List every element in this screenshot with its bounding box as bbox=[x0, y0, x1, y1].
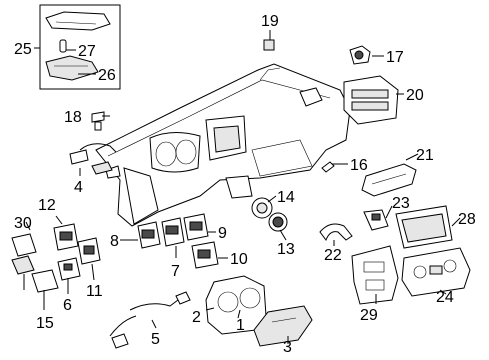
callout-26: 26 bbox=[98, 67, 116, 84]
part-7 bbox=[161, 217, 185, 247]
part-19 bbox=[263, 39, 275, 51]
callout-10: 10 bbox=[230, 251, 248, 268]
callout-7: 7 bbox=[171, 263, 180, 280]
part-18 bbox=[91, 111, 105, 131]
callout-4: 4 bbox=[74, 179, 83, 196]
callout-19: 19 bbox=[261, 13, 279, 30]
callout-2: 2 bbox=[192, 309, 201, 326]
callout-21: 21 bbox=[416, 147, 434, 164]
part-24 bbox=[401, 247, 471, 297]
callout-12: 12 bbox=[38, 197, 56, 214]
callout-3: 3 bbox=[283, 339, 292, 356]
callout-labels: 1 2 3 4 5 6 7 8 9 10 11 12 13 14 15 16 1… bbox=[14, 13, 476, 356]
callout-22: 22 bbox=[324, 247, 342, 264]
part-3-lens bbox=[253, 305, 313, 347]
callout-23: 23 bbox=[392, 195, 410, 212]
part-15 bbox=[31, 269, 59, 293]
part-4 bbox=[69, 143, 117, 175]
callout-8: 8 bbox=[110, 233, 119, 250]
callout-17: 17 bbox=[386, 49, 404, 66]
part-20 bbox=[343, 75, 399, 125]
part-21 bbox=[361, 163, 417, 197]
part-14 bbox=[251, 197, 273, 219]
callout-28: 28 bbox=[458, 211, 476, 228]
callout-18: 18 bbox=[64, 109, 82, 126]
callout-25: 25 bbox=[14, 41, 32, 58]
part-12 bbox=[53, 223, 79, 251]
callout-15: 15 bbox=[36, 315, 54, 332]
part-13 bbox=[268, 212, 288, 232]
callout-11: 11 bbox=[86, 283, 103, 300]
part-23 bbox=[363, 209, 389, 231]
part-9 bbox=[183, 213, 209, 241]
part-11 bbox=[77, 237, 101, 265]
instrument-panel bbox=[95, 63, 351, 227]
callout-20: 20 bbox=[406, 87, 424, 104]
callout-16: 16 bbox=[350, 157, 368, 174]
callout-9: 9 bbox=[218, 225, 227, 242]
callout-14: 14 bbox=[277, 189, 295, 206]
callout-27: 27 bbox=[78, 43, 96, 60]
part-28 bbox=[395, 205, 453, 249]
part-10 bbox=[191, 241, 219, 269]
part-22 bbox=[319, 223, 353, 242]
callout-5: 5 bbox=[151, 331, 160, 348]
part-17 bbox=[349, 45, 371, 65]
leader-lines bbox=[23, 30, 461, 344]
callout-24: 24 bbox=[436, 289, 454, 306]
part-16 bbox=[321, 161, 335, 173]
part-6 bbox=[57, 257, 81, 281]
part-29 bbox=[351, 245, 399, 305]
part-8 bbox=[137, 221, 161, 249]
callout-1: 1 bbox=[236, 317, 245, 334]
inset-box-map-lamp bbox=[39, 4, 121, 90]
callout-29: 29 bbox=[360, 307, 378, 324]
callout-13: 13 bbox=[277, 241, 295, 258]
part-30 bbox=[11, 233, 37, 275]
callout-30: 30 bbox=[14, 215, 32, 232]
part-5 bbox=[109, 291, 191, 349]
callout-6: 6 bbox=[63, 297, 72, 314]
